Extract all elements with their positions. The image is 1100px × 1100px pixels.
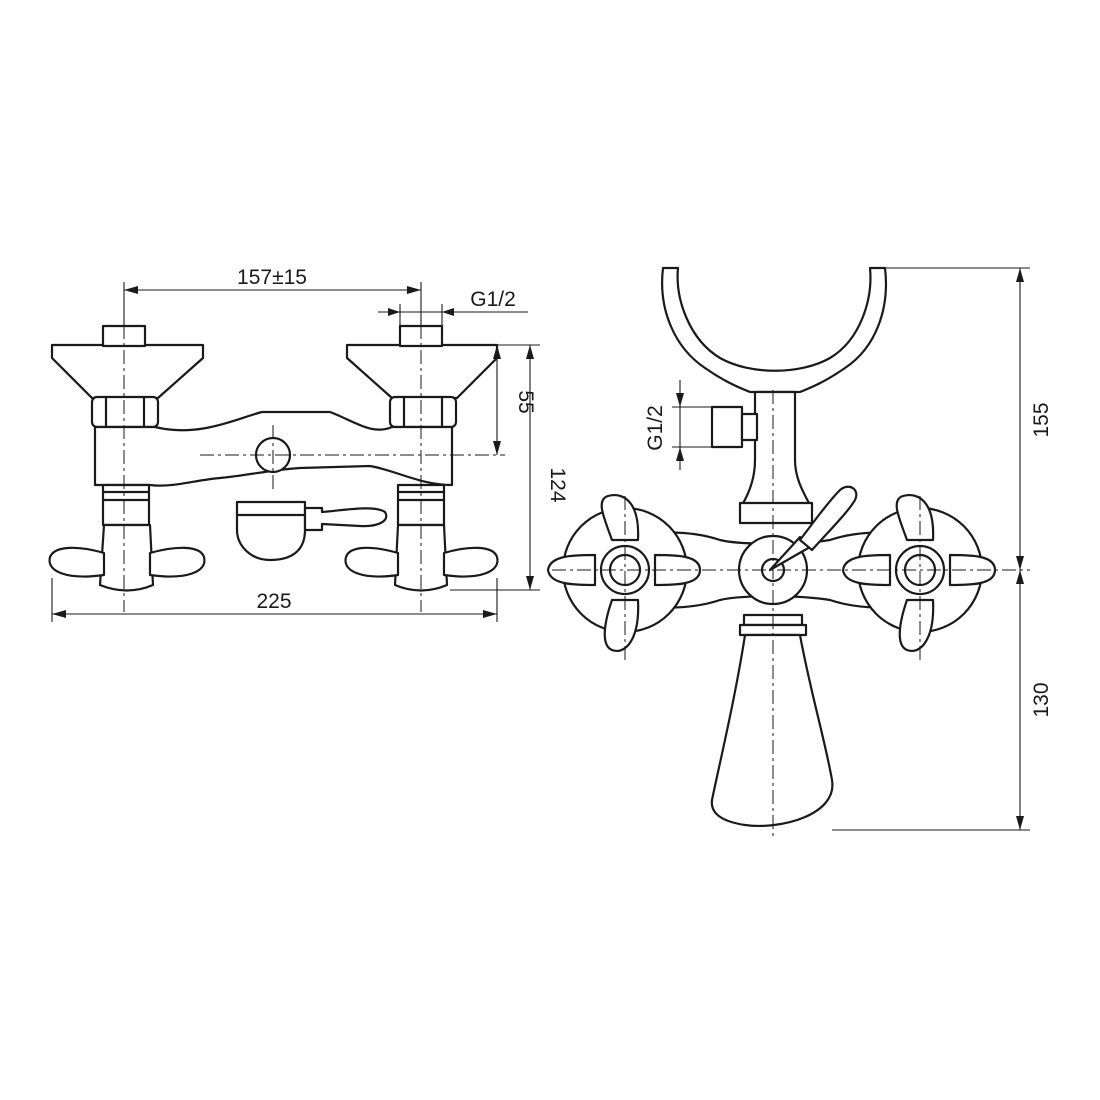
left-handle-hub [98, 523, 155, 592]
shower-cradle [661, 266, 887, 394]
right-cross-handle [841, 494, 997, 653]
side-diverter-lever-grip [798, 485, 858, 552]
dim-label-side-thread: G1/2 [644, 405, 667, 451]
dim-label-side-upper: 155 [1030, 402, 1053, 437]
diverter-lever [303, 506, 388, 532]
side-inlet-stub [710, 405, 744, 449]
side-view-dimensions: G1/2 155 130 [644, 267, 1053, 831]
dim-label-side-lower: 130 [1030, 682, 1053, 717]
right-hex-nut [388, 395, 458, 429]
front-view-dimensions: 157±15 G1/2 55 124 225 [51, 266, 569, 622]
riser-neck [740, 390, 812, 507]
left-cross-handle-right-arm [148, 546, 206, 578]
dim-label-front-total-height: 124 [546, 467, 569, 502]
diverter-outlet [235, 500, 307, 562]
left-wall-flange [50, 343, 205, 400]
dim-label-front-thread: G1/2 [470, 288, 516, 311]
left-cross-handle [546, 494, 702, 653]
left-hex-nut [90, 395, 160, 429]
side-view [546, 266, 1030, 840]
dim-label-front-upper: 55 [514, 390, 537, 413]
right-cross-handle-right-arm [442, 546, 499, 578]
dim-label-spacing: 157±15 [237, 266, 307, 289]
front-view [48, 300, 505, 612]
left-cross-handle-left-arm [48, 546, 106, 578]
spout-body [710, 633, 834, 827]
dim-label-front-width: 225 [256, 590, 291, 613]
riser-collar [738, 501, 814, 525]
right-cross-handle-left-arm [344, 546, 400, 578]
right-wall-flange [345, 343, 499, 400]
